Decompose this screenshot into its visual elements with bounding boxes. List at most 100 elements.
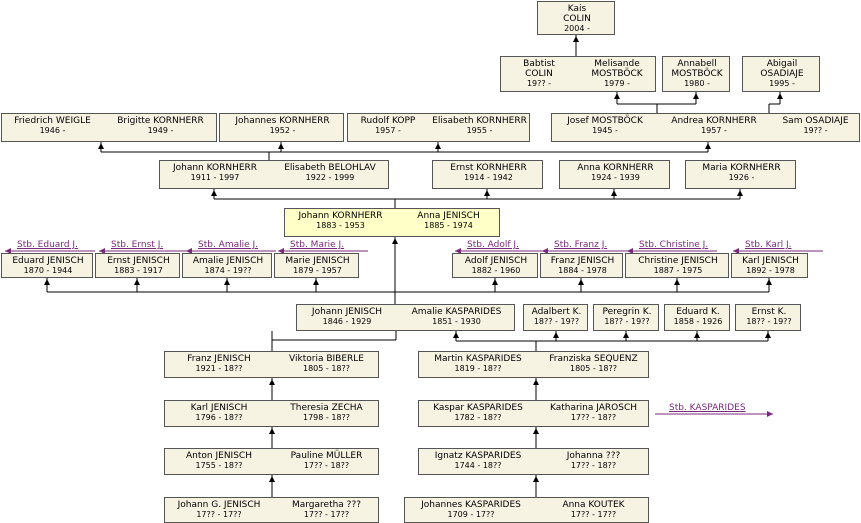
stb-link-marie[interactable]: Stb. Marie J. (290, 240, 345, 250)
arrow-icon (766, 279, 772, 285)
person-name: Johann G. JENISCH (177, 500, 261, 510)
stb-link-eduard[interactable]: Stb. Eduard J. (17, 240, 78, 250)
person-peregrin[interactable]: Peregrin K.18?? - 19?? (594, 307, 658, 327)
person-dates: 1798 - 18?? (302, 413, 350, 422)
person-dates: 1922 - 1999 (305, 173, 355, 182)
person-box-adalbert[interactable]: Adalbert K.18?? - 19?? (523, 304, 588, 331)
person-margaretha[interactable]: Margaretha ???17?? - 17?? (273, 500, 378, 520)
person-box-eduard_k[interactable]: Eduard K.1858 - 1926 (664, 304, 730, 331)
person-johanna[interactable]: Johanna ???17?? - 18?? (537, 451, 648, 471)
arrow-icon (269, 379, 275, 385)
stb-link-adolf[interactable]: Stb. Adolf J. (467, 240, 519, 250)
stb-link-ernst[interactable]: Stb. Ernst J. (111, 240, 164, 250)
stb-link-kasparides[interactable]: Stb. KASPARIDES (669, 403, 746, 413)
person-name: Pauline MÜLLER (290, 451, 363, 461)
person-box-peregrin[interactable]: Peregrin K.18?? - 19?? (593, 304, 659, 331)
stb-link-franz[interactable]: Stb. Franz J. (554, 240, 608, 250)
person-name: Rudolf KOPP (360, 116, 416, 126)
person-box-ernst_kk[interactable]: Ernst K.18?? - 19?? (735, 304, 801, 331)
stb-link-christine[interactable]: Stb. Christine J. (639, 240, 709, 250)
person-adalbert[interactable]: Adalbert K.18?? - 19?? (524, 307, 587, 327)
person-ernst_kk[interactable]: Ernst K.18?? - 19?? (736, 307, 800, 327)
stb-link-karl[interactable]: Stb. Karl J. (745, 240, 792, 250)
stb-link-amalie[interactable]: Stb. Amalie J. (198, 240, 259, 250)
person-eduard_k[interactable]: Eduard K.1858 - 1926 (665, 307, 729, 327)
